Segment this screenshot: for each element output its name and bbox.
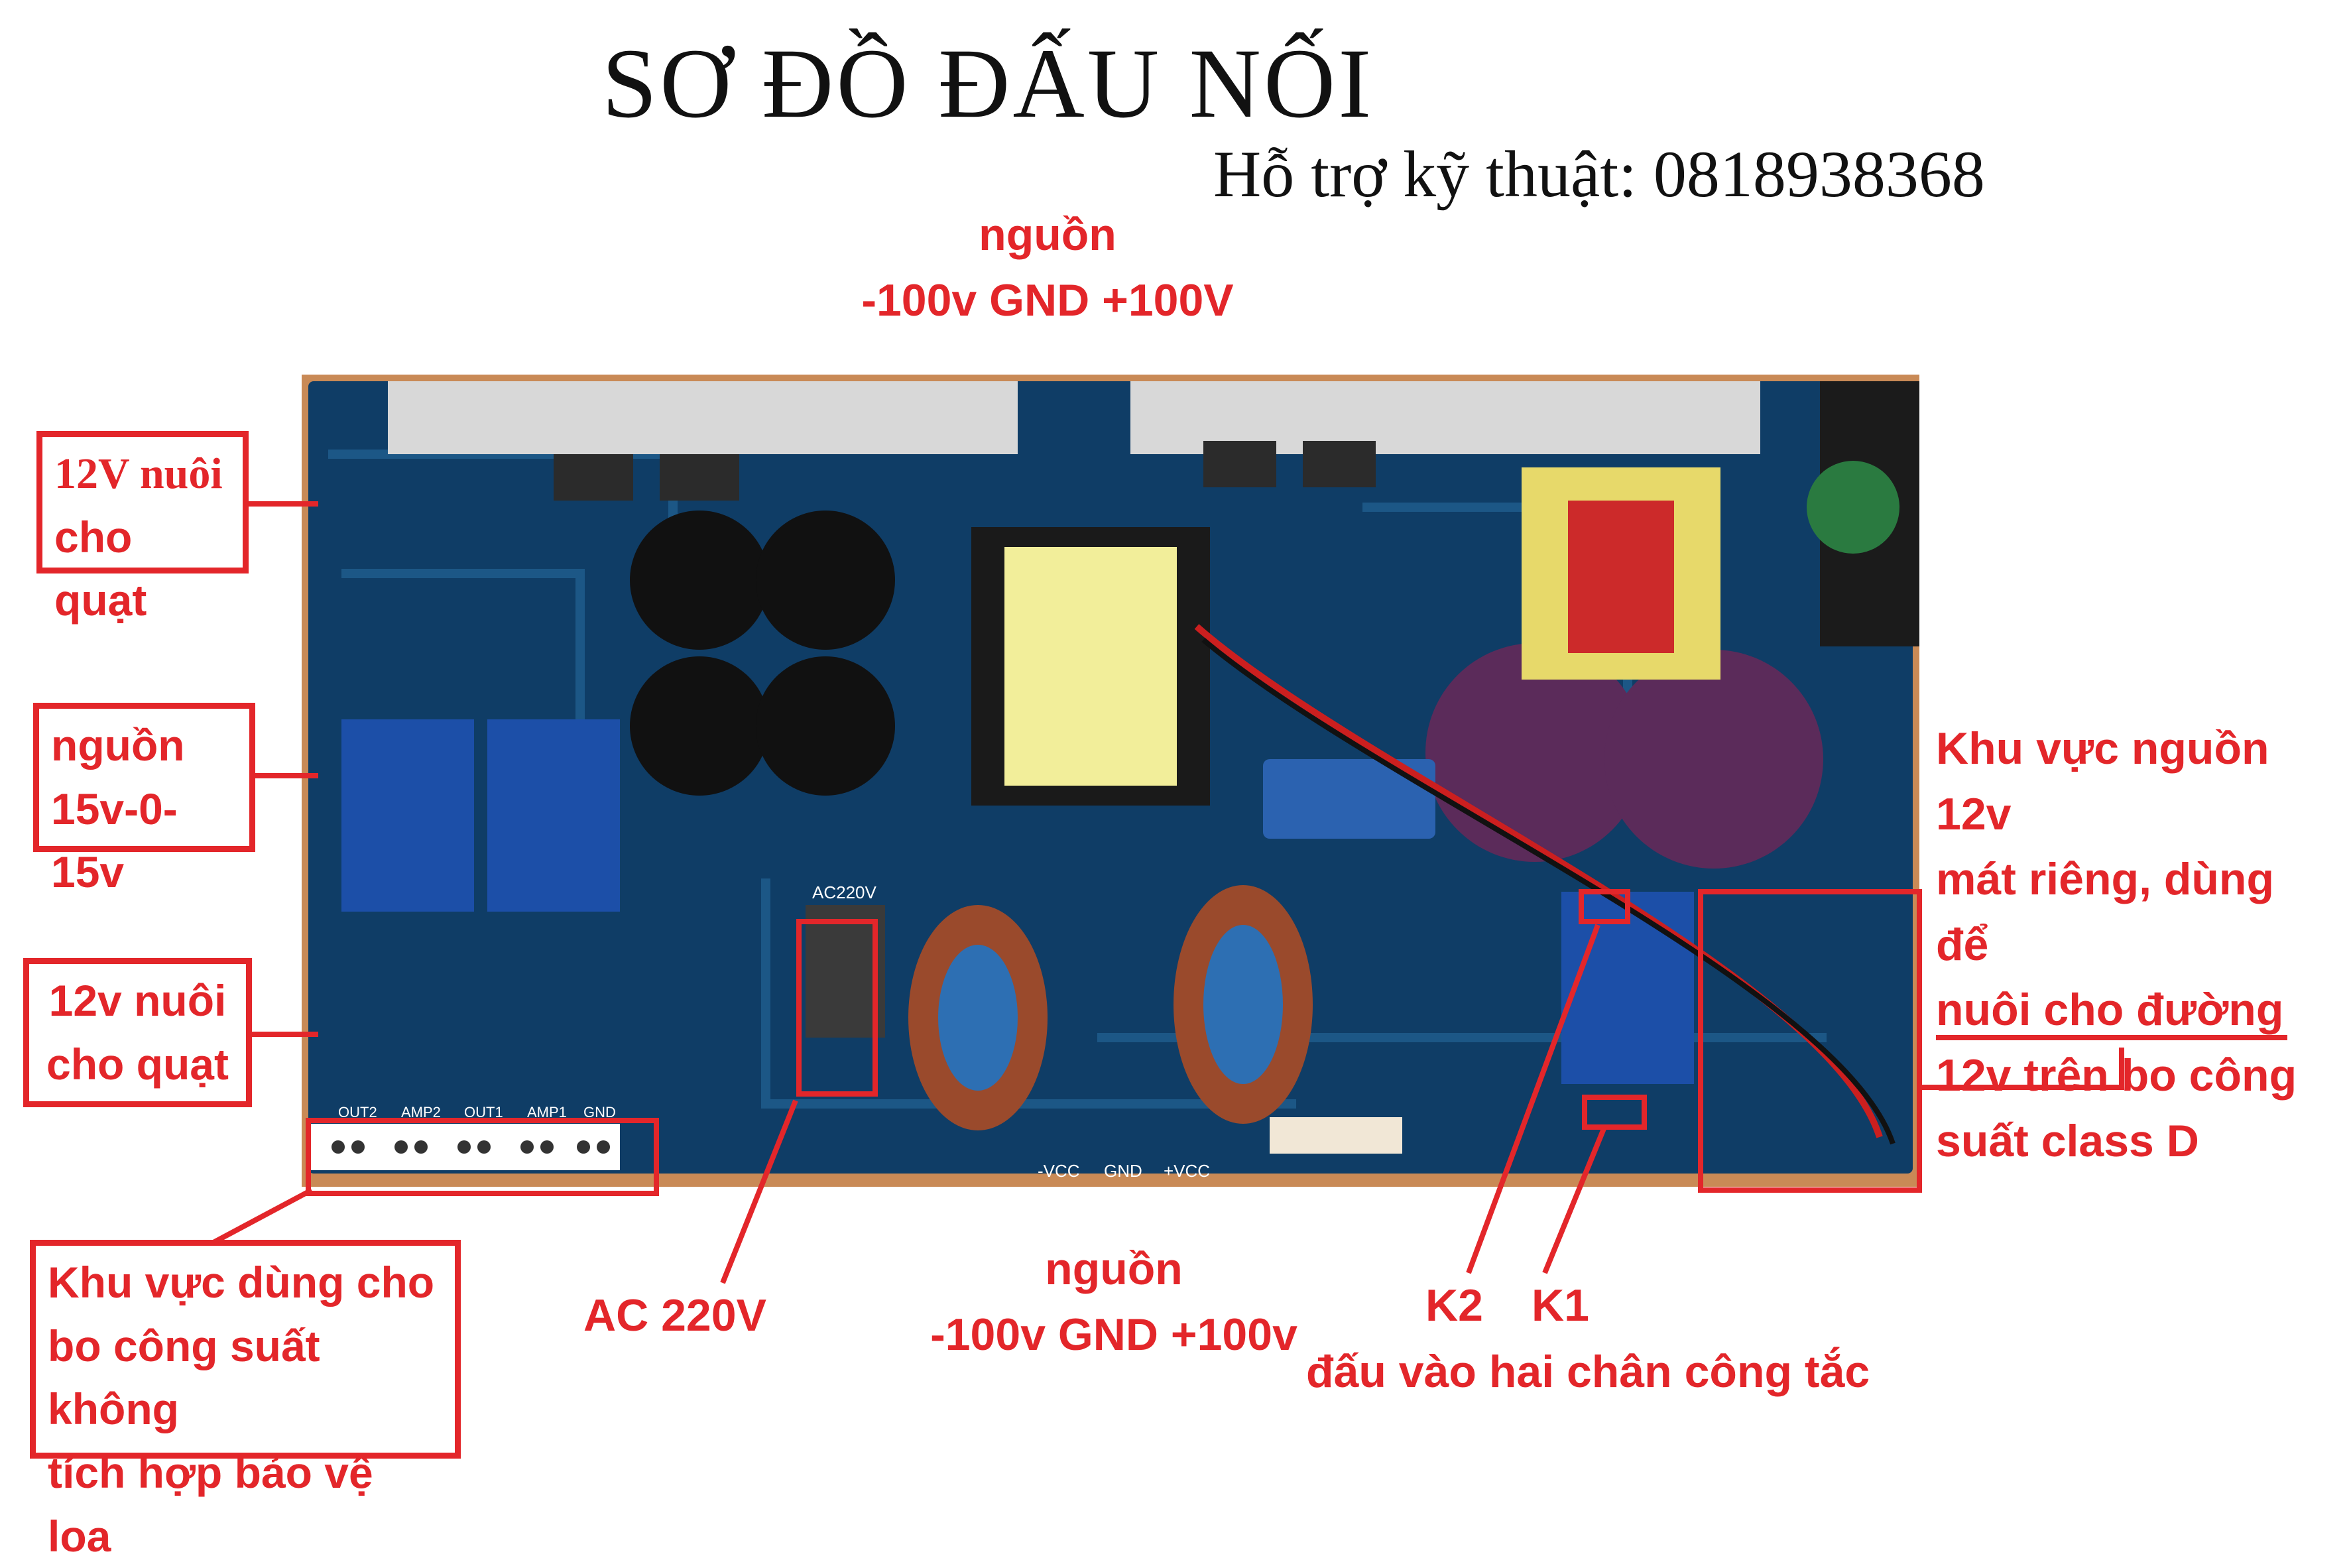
silkscreen-label: -VCC [1038, 1161, 1080, 1181]
connector-label: GND [583, 1104, 616, 1120]
silkscreen-label: +VCC [1164, 1161, 1210, 1181]
silkscreen-label: GND [1104, 1161, 1142, 1181]
amp-area-leader [212, 1190, 312, 1243]
right-area-leader [1919, 1048, 2122, 1087]
connector-label: AMP1 [527, 1104, 567, 1120]
silkscreen-label: AC220V [812, 882, 876, 902]
connector-label: OUT1 [464, 1104, 503, 1120]
connector-label: AMP2 [401, 1104, 441, 1120]
connector-label: OUT2 [338, 1104, 377, 1120]
